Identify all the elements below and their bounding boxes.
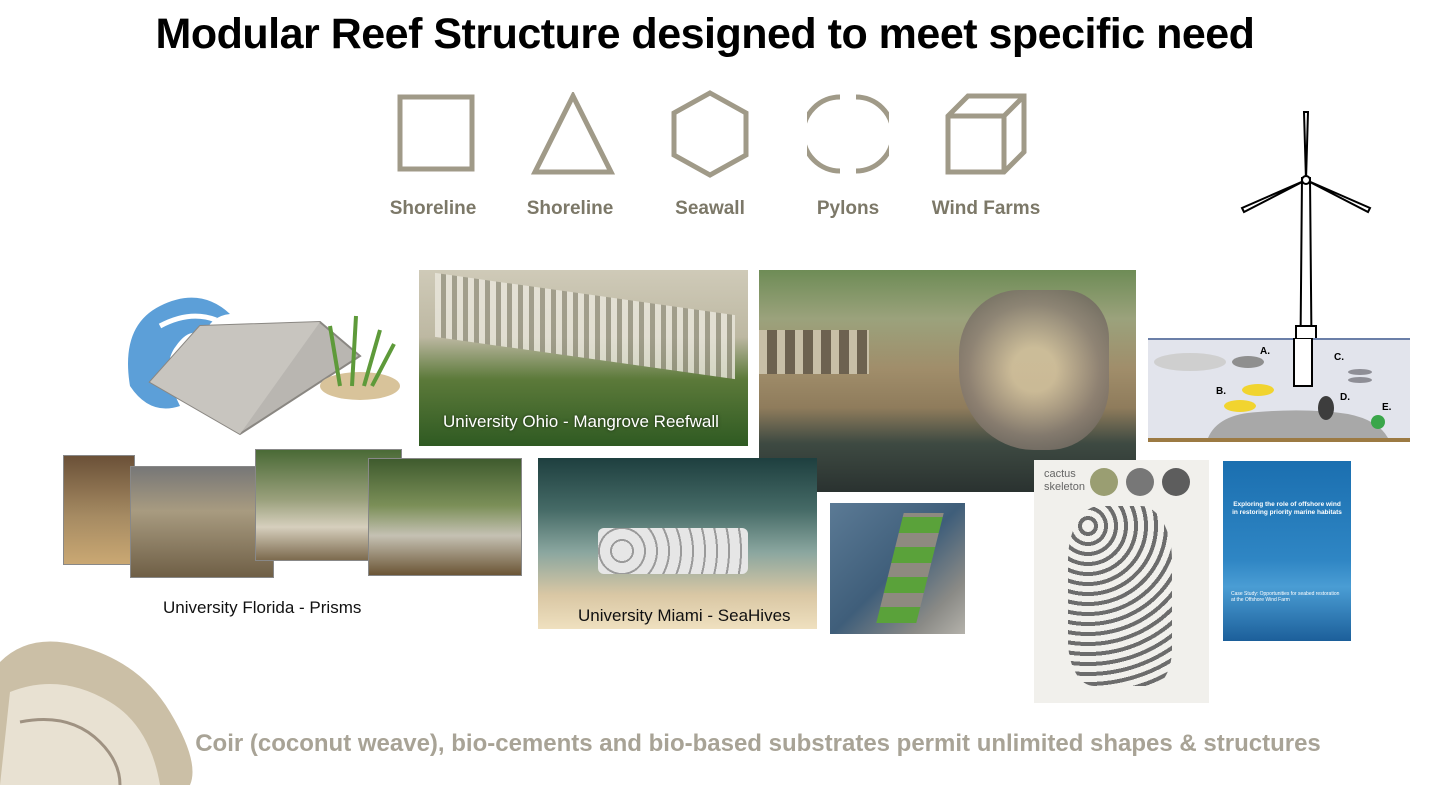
- cactus-skeleton-image: cactus skeleton: [1034, 460, 1209, 703]
- florida-photo-2: [130, 466, 274, 578]
- triangle-icon: [531, 92, 615, 175]
- cube-icon: [945, 93, 1027, 175]
- diagram-label-a: A.: [1260, 346, 1270, 357]
- cactus-label-line-1: cactus: [1044, 468, 1076, 480]
- shape-label-shoreline-1: Shoreline: [389, 198, 477, 219]
- report-header: Exploring the role of offshore wind in r…: [1232, 501, 1342, 516]
- shape-label-wind-farms: Wind Farms: [931, 198, 1041, 219]
- offshore-wind-report-cover: Exploring the role of offshore wind in r…: [1223, 461, 1351, 641]
- prism-reef-illustration: [128, 297, 400, 436]
- oyster-illustration: [0, 641, 193, 785]
- report-subtitle: Case Study: Opportunities for seabed res…: [1231, 591, 1340, 603]
- cactus-thumbnail-2: [1126, 468, 1154, 496]
- cactus-thumbnail-1: [1090, 468, 1118, 496]
- walkway-planter-photo: [830, 503, 965, 634]
- diagram-label-b: B.: [1216, 386, 1226, 397]
- shape-label-seawall: Seawall: [675, 198, 745, 219]
- florida-photo-4: [368, 458, 522, 576]
- miami-seahives-render: [538, 458, 817, 629]
- shape-label-shoreline-2: Shoreline: [526, 198, 614, 219]
- cactus-label-line-2: skeleton: [1044, 481, 1085, 493]
- square-icon: [397, 94, 475, 172]
- cactus-skeleton-structure: [1068, 506, 1172, 686]
- shape-label-pylons: Pylons: [816, 198, 880, 219]
- caption-florida: University Florida - Prisms: [163, 598, 362, 617]
- caption-miami: University Miami - SeaHives: [578, 606, 791, 625]
- diagram-label-e: E.: [1382, 402, 1392, 413]
- florida-photo-1: [63, 455, 135, 565]
- page-title: Modular Reef Structure designed to meet …: [155, 10, 1255, 58]
- footer-text: Coir (coconut weave), bio-cements and bi…: [195, 730, 1321, 757]
- circle-icon: [807, 94, 889, 174]
- diagram-label-c: C.: [1334, 352, 1344, 363]
- cactus-label: cactus skeleton: [1044, 468, 1085, 494]
- caption-ohio: University Ohio - Mangrove Reefwall: [443, 412, 719, 431]
- cactus-thumbnail-3: [1162, 468, 1190, 496]
- underwater-habitat-diagram: A. B. C. D. E.: [1148, 338, 1410, 442]
- ohio-reefwall-photo: [419, 270, 748, 446]
- hexagon-icon: [671, 90, 749, 178]
- diagram-label-d: D.: [1340, 392, 1350, 403]
- seawall-tiles-photo: [759, 270, 1136, 492]
